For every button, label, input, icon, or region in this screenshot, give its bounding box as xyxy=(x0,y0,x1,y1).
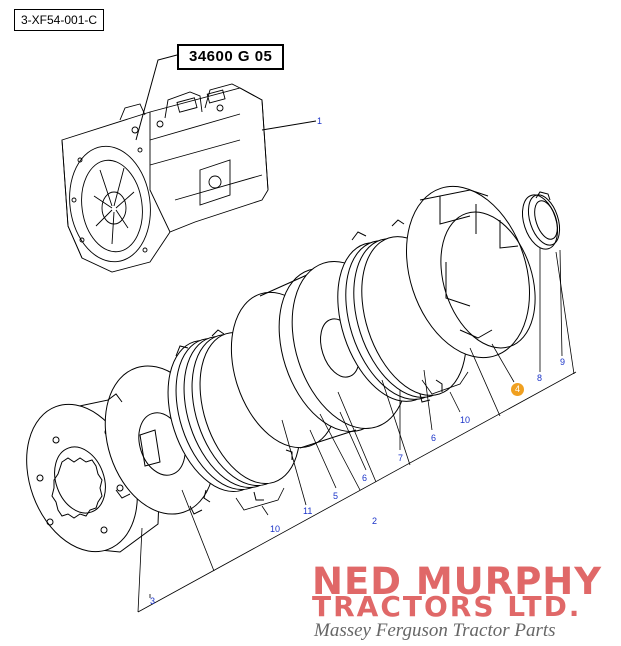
group-ref-leader xyxy=(135,54,178,141)
callout-6-upper[interactable]: 6 xyxy=(431,433,437,443)
transmission-housing xyxy=(61,83,269,273)
callout-10-right[interactable]: 10 xyxy=(460,415,471,425)
callout-10-left[interactable]: 10 xyxy=(270,524,281,534)
callout-1[interactable]: 1 xyxy=(317,116,323,126)
brand-subname: TRACTORS LTD. xyxy=(312,590,582,623)
callout-2[interactable]: 2 xyxy=(372,516,378,526)
leader-1 xyxy=(261,120,317,131)
callout-3[interactable]: 3 xyxy=(150,596,156,606)
leader-lines xyxy=(137,248,577,613)
callout-8[interactable]: 8 xyxy=(537,373,543,383)
bearing-ring xyxy=(521,191,561,250)
callout-6-lower[interactable]: 6 xyxy=(362,473,368,483)
callout-4[interactable]: 4 xyxy=(511,383,524,396)
callout-11[interactable]: 11 xyxy=(303,506,313,516)
drawing-reference: 3-XF54-001-C xyxy=(14,9,105,31)
drum-housing xyxy=(405,185,536,359)
callout-9[interactable]: 9 xyxy=(560,357,566,367)
group-reference: 34600 G 05 xyxy=(177,44,285,70)
callout-5[interactable]: 5 xyxy=(333,491,339,501)
brand-name: NED MURPHY xyxy=(312,560,603,603)
callout-7[interactable]: 7 xyxy=(398,453,404,463)
brand-tagline: Massey Ferguson Tractor Parts xyxy=(314,620,556,641)
